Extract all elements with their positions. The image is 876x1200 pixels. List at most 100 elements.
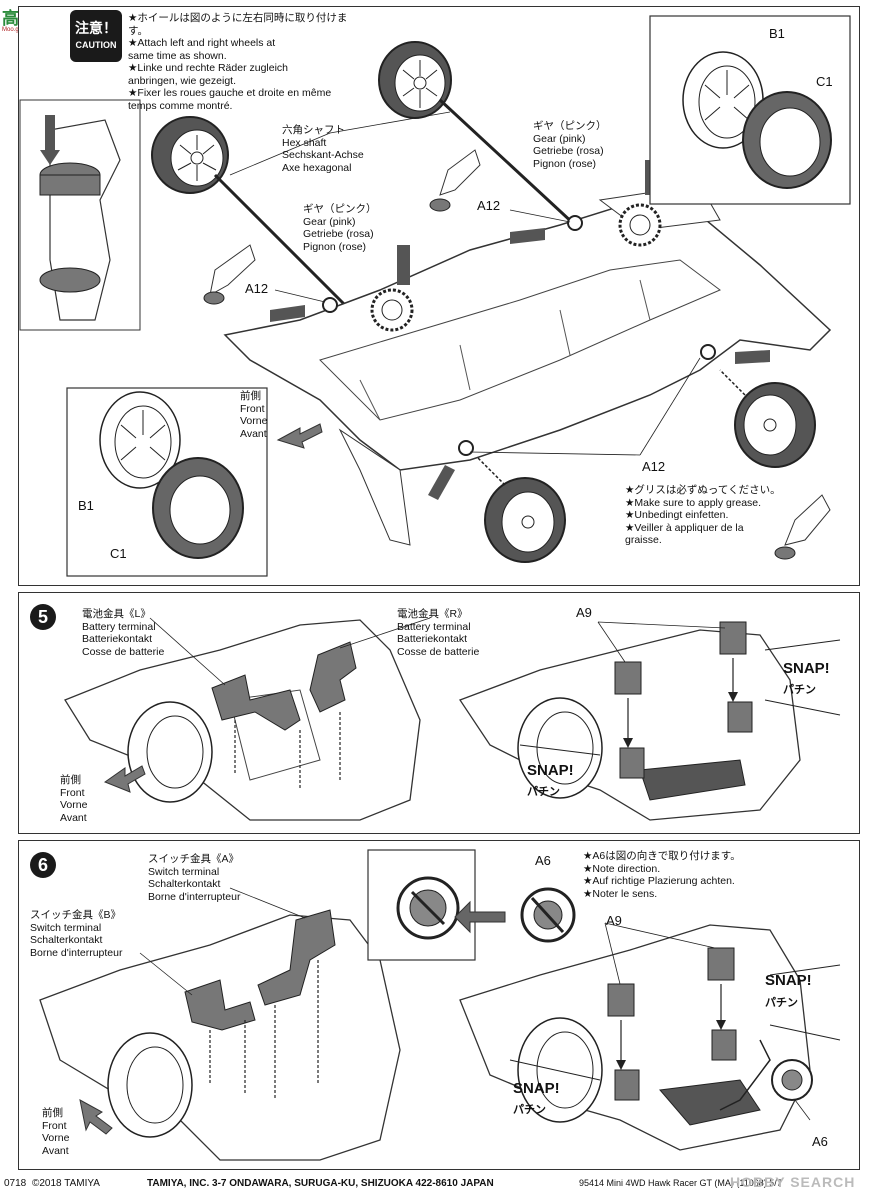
part-a6-label: A6 — [535, 853, 551, 868]
label-line: Gear (pink) — [303, 215, 356, 228]
label-line: Front — [60, 786, 85, 799]
label-line: Borne d'interrupteur — [148, 890, 241, 903]
a6-part-icon — [520, 887, 576, 943]
note-line: ★Make sure to apply grease. — [625, 496, 762, 509]
label-line: Front — [240, 402, 265, 415]
label-line: 前側 — [60, 774, 81, 786]
note-line: temps comme montré. — [128, 99, 233, 112]
snap-label: SNAP! — [513, 1080, 560, 1097]
note-line: ★Attach left and right wheels at — [128, 37, 276, 49]
switch-terminal-b-label: スイッチ金具《B》 Switch terminal Schalterkontak… — [30, 909, 122, 959]
note-line: ★Veiller à appliquer de la — [625, 521, 744, 534]
label-line: 電池金具《R》 — [397, 608, 468, 620]
battery-terminal-l-label: 電池金具《L》 Battery terminal Batteriekontakt… — [82, 608, 164, 658]
footer-code: 0718 — [4, 1178, 27, 1189]
snap-jp-label: パチン — [783, 684, 816, 696]
note-line: anbringen, wie gezeigt. — [128, 74, 236, 87]
step5-number: 5 — [30, 604, 56, 630]
snap-jp-label: パチン — [765, 997, 798, 1009]
label-line: スイッチ金具《B》 — [30, 909, 122, 921]
label-line: Pignon (rose) — [533, 157, 597, 170]
label-line: Avant — [42, 1144, 69, 1157]
snap-label: SNAP! — [765, 972, 812, 989]
front-label: 前側 Front Vorne Avant — [240, 390, 267, 440]
note-line: ★Noter le sens. — [583, 887, 658, 900]
label-line: Batteriekontakt — [82, 633, 153, 645]
note-line: ★Note direction. — [583, 862, 661, 875]
label-line: Vorne — [240, 415, 268, 427]
a9-clip-icon — [607, 947, 737, 1101]
note-line: same time as shown. — [128, 49, 227, 62]
footer-watermark: HOBBY SEARCH — [730, 1174, 856, 1190]
label-line: Sechskant-Achse — [282, 149, 364, 161]
note-line: ★Fixer les roues gauche et droite en mêm… — [128, 87, 332, 99]
label-line: スイッチ金具《A》 — [148, 853, 240, 865]
part-c1-label: C1 — [816, 74, 833, 89]
label-line: Battery terminal — [82, 620, 156, 633]
label-line: Borne d'interrupteur — [30, 946, 123, 959]
switch-terminal-a-icon — [257, 909, 336, 1006]
part-a9-label: A9 — [606, 913, 622, 928]
label-line: ギヤ（ピンク） — [303, 203, 377, 215]
label-line: 電池金具《L》 — [82, 608, 151, 620]
label-line: Getriebe (rosa) — [533, 145, 604, 157]
label-line: Cosse de batterie — [397, 645, 480, 658]
part-c1-label: C1 — [110, 546, 127, 561]
part-a12-label: A12 — [642, 459, 666, 474]
switch-terminal-b-icon — [184, 979, 256, 1031]
battery-terminal-r-icon — [309, 641, 357, 713]
label-line: Hex shaft — [282, 136, 327, 149]
note-line: ★ホイールは図のように左右同時に取り付けます。 — [128, 12, 348, 37]
gear-right-icon — [618, 203, 662, 247]
label-line: Battery terminal — [397, 620, 471, 633]
label-line: Avant — [60, 811, 87, 824]
label-line: 六角シャフト — [282, 124, 345, 136]
label-line: Switch terminal — [148, 865, 220, 878]
note-line: ★Linke und rechte Räder zugleich — [128, 62, 289, 74]
a9-clip-icon — [614, 621, 753, 779]
note-line: ★Unbedingt einfetten. — [625, 509, 729, 521]
gear-left-label: ギヤ（ピンク） Gear (pink) Getriebe (rosa) Pign… — [303, 203, 377, 253]
battery-terminal-r-label: 電池金具《R》 Battery terminal Batteriekontakt… — [397, 608, 479, 658]
snap-jp-label: パチン — [527, 786, 560, 798]
note-line: ★Auf richtige Plazierung achten. — [583, 875, 735, 887]
label-line: Vorne — [60, 799, 88, 811]
label-line: Pignon (rose) — [303, 240, 367, 253]
label-line: 前側 — [240, 390, 261, 402]
note-line: ★グリスは必ずぬってください。 — [625, 484, 781, 496]
part-b1-label: B1 — [78, 498, 94, 513]
snap-jp-label: パチン — [513, 1104, 546, 1116]
footer-copyright: ©2018 TAMIYA — [32, 1178, 100, 1189]
label-line: ギヤ（ピンク） — [533, 120, 607, 132]
footer-address: TAMIYA, INC. 3-7 ONDAWARA, SURUGA-KU, SH… — [147, 1178, 494, 1189]
part-a12-label: A12 — [477, 198, 501, 213]
part-a6-label: A6 — [812, 1134, 828, 1149]
caution-jp: 注意！ — [75, 20, 117, 36]
label-line: Front — [42, 1119, 67, 1132]
part-a9-label: A9 — [576, 605, 592, 620]
switch-terminal-a-label: スイッチ金具《A》 Switch terminal Schalterkontak… — [148, 853, 240, 903]
gear-right-label: ギヤ（ピンク） Gear (pink) Getriebe (rosa) Pign… — [533, 120, 607, 170]
label-line: Schalterkontakt — [148, 878, 221, 890]
battery-terminal-l-icon — [211, 674, 301, 731]
label-line: Cosse de batterie — [82, 645, 165, 658]
label-line: Switch terminal — [30, 921, 102, 934]
label-line: 前側 — [42, 1107, 63, 1119]
caution-badge: 注意！ CAUTION — [70, 10, 122, 62]
part-a12-label: A12 — [245, 281, 269, 296]
caution-en: CAUTION — [75, 40, 117, 50]
label-line: Batteriekontakt — [397, 633, 468, 645]
note-line: graisse. — [625, 534, 662, 546]
label-line: Axe hexagonal — [282, 161, 352, 174]
front-label: 前側 Front Vorne Avant — [60, 774, 87, 824]
step6-number: 6 — [30, 852, 56, 878]
label-line: Vorne — [42, 1132, 70, 1144]
snap-label: SNAP! — [527, 762, 574, 779]
snap-label: SNAP! — [783, 660, 830, 677]
grease-note: ★グリスは必ずぬってください。 ★Make sure to apply grea… — [625, 484, 781, 547]
label-line: Gear (pink) — [533, 132, 586, 145]
note-line: ★A6は図の向きで取り付けます。 — [583, 850, 741, 862]
